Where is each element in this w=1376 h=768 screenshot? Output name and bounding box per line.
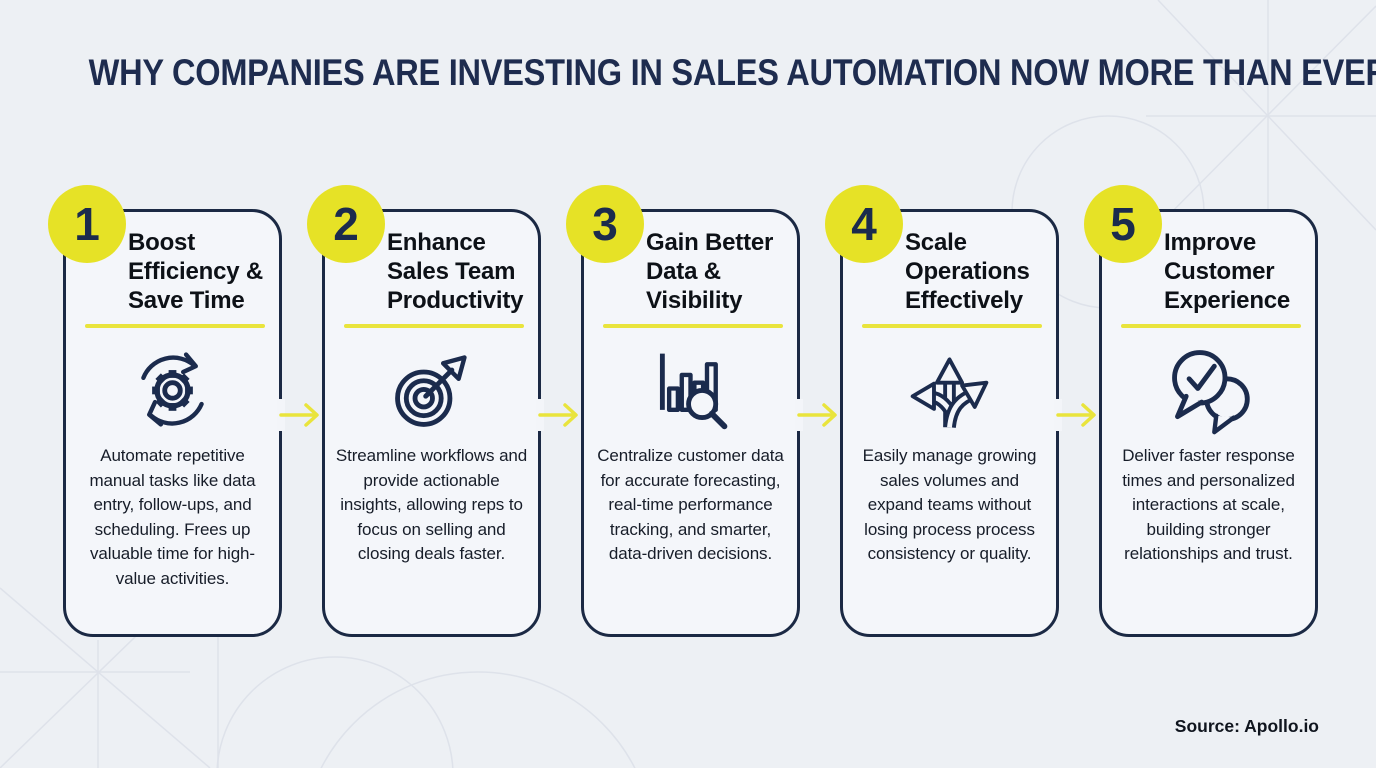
card-description: Automate repetitive manual tasks like da… [89,446,256,588]
page-title: WHY COMPANIES ARE INVESTING IN SALES AUT… [0,52,1376,94]
card-title: Scale Operations Effectively [905,229,1030,314]
step-number-badge: 3 [566,185,644,263]
branching-arrows-icon [843,338,1056,438]
step-number-badge: 2 [307,185,385,263]
source-credit: Source: Apollo.io [1174,716,1319,736]
card-description: Easily manage growing sales volumes and … [862,446,1037,563]
card-scale-operations: 4 Scale Operations Effectively [825,185,1059,637]
card-title: Enhance Sales Team Productivity [387,229,524,314]
step-number-badge: 4 [825,185,903,263]
card-boost-efficiency: 1 Boost Efficiency & Save Time [48,185,282,637]
card-description: Streamline workflows and provide actiona… [335,446,528,563]
card-title: Boost Efficiency & Save Time [128,229,263,314]
flow-arrow-icon [797,403,837,427]
card-data-visibility: 3 Gain Better Data & Visibility Centrali… [566,185,800,637]
flow-arrow-icon [538,403,578,427]
title-underline [85,324,265,328]
card-customer-experience: 5 Improve Customer Experience Deliver fa… [1084,185,1318,637]
flow-arrow-icon [279,403,319,427]
target-arrow-icon [325,338,538,438]
step-number-badge: 1 [48,185,126,263]
title-underline [1121,324,1301,328]
page-title-text: WHY COMPANIES ARE INVESTING IN SALES AUT… [88,52,1376,93]
card-description: Deliver faster response times and person… [1122,446,1295,563]
title-underline [344,324,524,328]
card-title: Improve Customer Experience [1164,229,1291,314]
title-underline [862,324,1042,328]
card-sales-productivity: 2 Enhance Sales Team Productivity Stream… [307,185,541,637]
card-title: Gain Better Data & Visibility [646,229,774,314]
title-underline [603,324,783,328]
chat-check-icon [1102,338,1315,438]
flow-arrow-icon [1056,403,1096,427]
chart-magnifier-icon [584,338,797,438]
card-description: Centralize customer data for accurate fo… [597,446,784,563]
cards-row: 1 Boost Efficiency & Save Time [48,185,1318,637]
step-number-badge: 5 [1084,185,1162,263]
automation-gear-icon [66,338,279,438]
